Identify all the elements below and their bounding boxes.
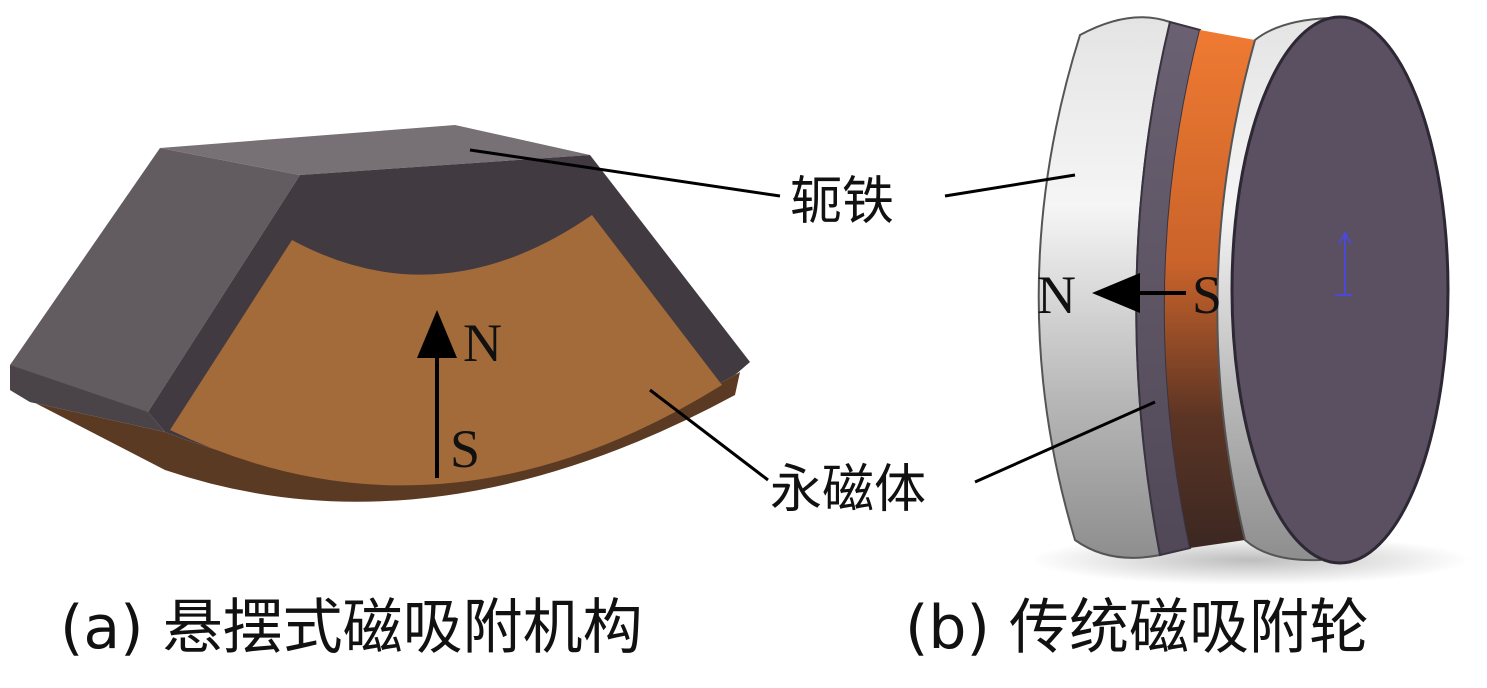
axis-marker [1335,230,1352,296]
yoke-leader-line-a [469,148,781,198]
wheel-pole-arrow-head [1092,273,1140,313]
caption-b: (b) 传统磁吸附轮 [905,593,1369,663]
magnet-label: 永磁体 [770,460,927,520]
north-pole-label-a: N [463,313,502,373]
south-pole-label-b: S [1192,265,1223,325]
magnet-leader-line-b [974,400,1156,484]
yoke-top-face [160,125,590,175]
north-pole-label-b: N [1037,265,1076,325]
yoke-left-bottom [10,365,165,432]
yoke-left-face [10,148,300,412]
yoke-leader-line-b [944,173,1076,198]
south-pole-label-a: S [450,419,481,479]
pendulum-mechanism [10,125,781,502]
caption-a: (a) 悬摆式磁吸附机构 [60,593,643,663]
magnet-pole-arrow-head [417,310,457,358]
wheel [944,15,1470,585]
copper-magnet-core [1164,30,1255,548]
magnet-bottom-edge [10,372,740,502]
disc-face [1230,15,1450,565]
magnet-leader-line-a [649,388,769,482]
yoke-label: 轭铁 [790,172,895,232]
